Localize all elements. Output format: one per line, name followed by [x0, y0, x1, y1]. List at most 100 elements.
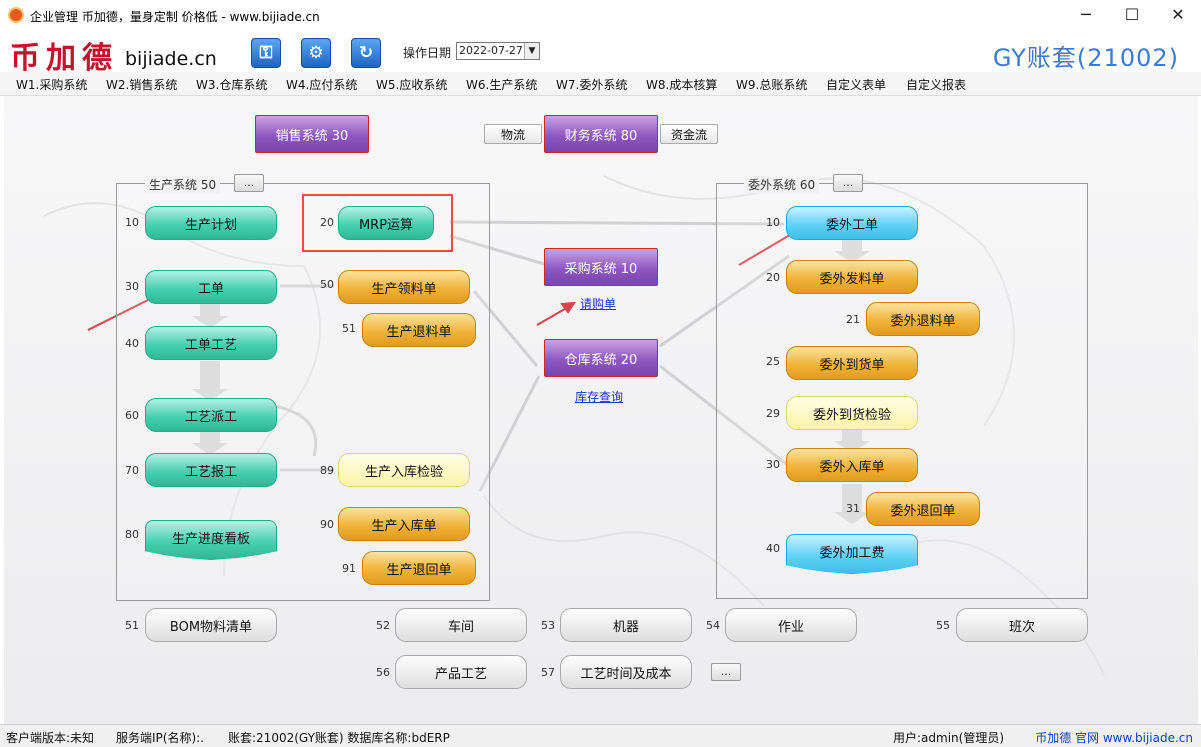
- production-group-title: 生产系统 50: [145, 176, 221, 193]
- menu-custom-form[interactable]: 自定义表单: [826, 78, 887, 92]
- work-order-node[interactable]: 工单: [145, 270, 277, 304]
- production-plan-node[interactable]: 生产计划: [145, 206, 277, 240]
- stock-in-node[interactable]: 生产入库单: [338, 507, 470, 541]
- finance-system-node[interactable]: 财务系统 80: [544, 115, 658, 153]
- menu-warehouse[interactable]: W3.仓库系统: [196, 78, 268, 92]
- key-icon[interactable]: ⚿: [251, 38, 281, 68]
- website-link[interactable]: 币加德 官网 www.bijiade.cn: [1035, 731, 1193, 745]
- highlight-box: [302, 194, 453, 252]
- outsource-inspection-node[interactable]: 委外到货检验: [786, 396, 918, 430]
- workshop-node[interactable]: 车间: [395, 608, 527, 642]
- step-number: 29: [766, 407, 780, 420]
- menu-sales[interactable]: W2.销售系统: [106, 78, 178, 92]
- step-number: 51: [125, 619, 139, 632]
- outsource-fee-node[interactable]: 委外加工费: [786, 534, 918, 574]
- gear-icon[interactable]: ⚙: [301, 38, 331, 68]
- logo-text: 币加德: [10, 41, 118, 76]
- step-number: 30: [125, 280, 139, 293]
- minimize-button[interactable]: ─: [1081, 5, 1091, 24]
- step-number: 30: [766, 458, 780, 471]
- progress-board-node[interactable]: 生产进度看板: [145, 520, 277, 560]
- outsource-issue-node[interactable]: 委外发料单: [786, 260, 918, 294]
- client-version: 客户端版本:未知: [6, 731, 95, 745]
- stock-in-inspection-node[interactable]: 生产入库检验: [338, 453, 470, 487]
- step-number: 70: [125, 464, 139, 477]
- step-number: 91: [342, 562, 356, 575]
- outsource-order-node[interactable]: 委外工单: [786, 206, 918, 240]
- material-pick-node[interactable]: 生产领料单: [338, 270, 470, 304]
- menu-production[interactable]: W6.生产系统: [466, 78, 538, 92]
- step-number: 50: [320, 278, 334, 291]
- window-title: 企业管理 币加德，量身定制 价格低 - www.bijiade.cn: [30, 10, 320, 24]
- menu-outsource[interactable]: W7.委外系统: [556, 78, 628, 92]
- step-number: 21: [846, 313, 860, 326]
- machine-node[interactable]: 机器: [560, 608, 692, 642]
- outsource-return-material-node[interactable]: 委外退料单: [866, 302, 980, 336]
- close-button[interactable]: ✕: [1171, 5, 1185, 24]
- menu-purchase[interactable]: W1.采购系统: [16, 78, 88, 92]
- step-number: 20: [320, 216, 334, 229]
- step-number: 31: [846, 502, 860, 515]
- dispatch-node[interactable]: 工艺派工: [145, 398, 277, 432]
- outsource-return-node[interactable]: 委外退回单: [866, 492, 980, 526]
- step-number: 53: [541, 619, 555, 632]
- step-number: 60: [125, 409, 139, 422]
- bottom-more-button[interactable]: ...: [711, 663, 741, 681]
- menu-custom-report[interactable]: 自定义报表: [906, 78, 967, 92]
- shift-node[interactable]: 班次: [956, 608, 1088, 642]
- menu-payable[interactable]: W4.应付系统: [286, 78, 358, 92]
- menu-ledger[interactable]: W9.总账系统: [736, 78, 808, 92]
- step-number: 55: [936, 619, 950, 632]
- purchase-system-node[interactable]: 采购系统 10: [544, 248, 658, 286]
- return-slip-node[interactable]: 生产退回单: [362, 551, 476, 585]
- sales-system-node[interactable]: 销售系统 30: [255, 115, 369, 153]
- toolbar: [0, 30, 1201, 72]
- date-label: 操作日期: [403, 46, 452, 60]
- material-return-node[interactable]: 生产退料单: [362, 313, 476, 347]
- chevron-down-icon[interactable]: ▼: [524, 43, 539, 59]
- outsource-group-title: 委外系统 60: [744, 176, 820, 193]
- menu-bar: W1.采购系统 W2.销售系统 W3.仓库系统 W4.应付系统 W5.应收系统 …: [0, 72, 1201, 96]
- bom-node[interactable]: BOM物料清单: [145, 608, 277, 642]
- process-time-cost-node[interactable]: 工艺时间及成本: [560, 655, 692, 689]
- app-icon: [8, 7, 24, 23]
- user-info: 用户:admin(管理员): [893, 731, 1005, 745]
- menu-costing[interactable]: W8.成本核算: [646, 78, 718, 92]
- step-number: 54: [706, 619, 720, 632]
- step-number: 52: [376, 619, 390, 632]
- logistics-tag: 物流: [484, 124, 542, 144]
- date-value: 2022-07-27: [459, 44, 523, 57]
- step-number: 40: [125, 337, 139, 350]
- production-more-button[interactable]: ...: [234, 174, 264, 192]
- product-routing-node[interactable]: 产品工艺: [395, 655, 527, 689]
- work-order-process-node[interactable]: 工单工艺: [145, 326, 277, 360]
- account-label: GY账套(21002): [992, 44, 1179, 72]
- refresh-icon[interactable]: ↻: [351, 38, 381, 68]
- inventory-query-link[interactable]: 库存查询: [575, 390, 624, 404]
- step-number: 25: [766, 355, 780, 368]
- warehouse-system-node[interactable]: 仓库系统 20: [544, 339, 658, 377]
- connector-lines: [273, 220, 790, 492]
- server-ip: 服务端IP(名称):.: [116, 731, 204, 745]
- operation-node[interactable]: 作业: [725, 608, 857, 642]
- mrp-node[interactable]: MRP运算: [338, 206, 434, 240]
- step-number: 89: [320, 464, 334, 477]
- step-number: 56: [376, 666, 390, 679]
- maximize-button[interactable]: ☐: [1124, 5, 1140, 24]
- cashflow-tag: 资金流: [660, 124, 718, 144]
- step-number: 10: [125, 216, 139, 229]
- outsource-arrival-node[interactable]: 委外到货单: [786, 346, 918, 380]
- step-number: 80: [125, 528, 139, 541]
- process-report-node[interactable]: 工艺报工: [145, 453, 277, 487]
- step-number: 10: [766, 216, 780, 229]
- menu-receivable[interactable]: W5.应收系统: [376, 78, 448, 92]
- outsource-stock-in-node[interactable]: 委外入库单: [786, 448, 918, 482]
- step-number: 90: [320, 518, 334, 531]
- account-info: 账套:21002(GY账套) 数据库名称:bdERP: [228, 731, 450, 745]
- outsource-more-button[interactable]: ...: [833, 174, 863, 192]
- status-bar: 客户端版本:未知 服务端IP(名称):. 账套:21002(GY账套) 数据库名…: [0, 724, 1201, 747]
- title-bar: 企业管理 币加德，量身定制 价格低 - www.bijiade.cn ─ ☐ ✕: [0, 0, 1201, 30]
- date-picker[interactable]: 2022-07-27 ▼: [456, 42, 540, 60]
- step-number: 51: [342, 322, 356, 335]
- requisition-link[interactable]: 请购单: [580, 297, 617, 311]
